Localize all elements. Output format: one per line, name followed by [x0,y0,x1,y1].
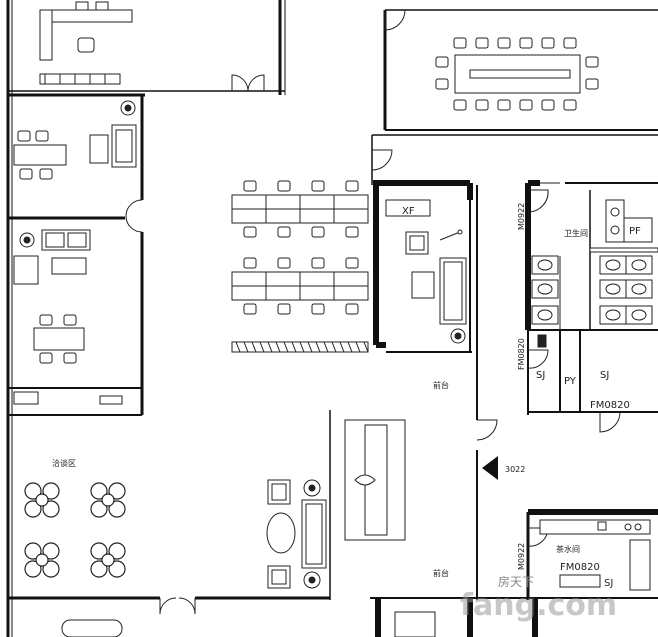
restroom-fixtures [531,199,658,348]
workstation-chair [311,257,325,269]
workstation-chair [345,226,359,238]
workstation-chair [345,303,359,315]
meeting-chair [541,99,555,111]
meeting-chair [475,37,489,49]
locker-divider [355,341,361,353]
meeting-room [435,37,599,111]
reception [266,419,406,589]
locker-divider [267,341,273,353]
doors [125,9,621,615]
workstation-chair [345,257,359,269]
workstation-chair [345,180,359,192]
locker-divider [299,341,305,353]
top-left-office [39,1,133,85]
meeting-chair [453,37,467,49]
meeting-chair [585,56,599,68]
meeting-chair [585,78,599,90]
locker-divider [283,341,289,353]
tea-room [539,519,651,591]
locker-divider [243,341,249,353]
watermark-text: fang.com [460,588,617,623]
workstation-chair [243,180,257,192]
locker-divider [251,341,257,353]
label-py: PY [564,376,577,387]
locker-divider [347,341,353,353]
locker-divider [259,341,265,353]
label-restroom: 卫生间 [564,228,588,238]
workstation-chair [243,226,257,238]
watermark-brand: 房天下 [498,574,534,589]
label-xf: XF [402,206,415,217]
label-sj-a: SJ [536,370,545,381]
workstation-chair [243,257,257,269]
label-sj-c: SJ [604,578,613,589]
meeting-chair [475,99,489,111]
label-front-desk-b: 前台 [433,568,449,578]
label-lounge: 洽谈区 [52,458,76,468]
locker-divider [307,341,313,353]
watermark: 房天下 fang.com [460,574,617,623]
locker-divider [275,341,281,353]
workstation-chair [311,180,325,192]
meeting-chair [563,99,577,111]
locker-divider [323,341,329,353]
meeting-chair [519,37,533,49]
label-fm0820-a: FM0820 [517,338,526,370]
manager-room [385,199,467,344]
label-fm0820-b: FM0820 [590,400,630,411]
meeting-chair [519,99,533,111]
workstation-chair [311,226,325,238]
workstations [231,180,369,353]
locker-divider [363,341,369,353]
locker-divider [331,341,337,353]
triangle-left-icon [482,456,498,480]
locker-divider [291,341,297,353]
label-m0922-b: M0922 [517,543,526,570]
label-front-desk-a: 前台 [433,380,449,390]
workstation-chair [277,257,291,269]
workstation-chair [311,303,325,315]
bottom-fixtures [61,611,436,637]
workstation-chair [277,303,291,315]
meeting-chair [435,78,449,90]
workstation-chair [243,303,257,315]
label-fm0820-c: FM0820 [560,562,600,573]
meeting-chair [453,99,467,111]
office-room-2 [13,229,123,405]
meeting-chair [497,99,511,111]
meeting-chair [497,37,511,49]
meeting-chair [563,37,577,49]
locker-divider [235,341,241,353]
locker-divider [339,341,345,353]
workstation-chair [277,180,291,192]
label-3022: 3022 [505,465,525,474]
label-pf: PF [629,226,641,237]
workstation-chair [277,226,291,238]
labels: XF PF 卫生间 M0922 FM0820 SJ PY SJ FM0820 前… [52,203,641,589]
locker-divider [315,341,321,353]
lounge-seating [24,482,126,578]
meeting-chair [541,37,555,49]
office-room-1 [13,100,137,180]
label-sj-b: SJ [600,370,609,381]
meeting-chair [435,56,449,68]
label-m0922-a: M0922 [517,203,526,230]
label-tea-room: 茶水间 [556,544,580,554]
